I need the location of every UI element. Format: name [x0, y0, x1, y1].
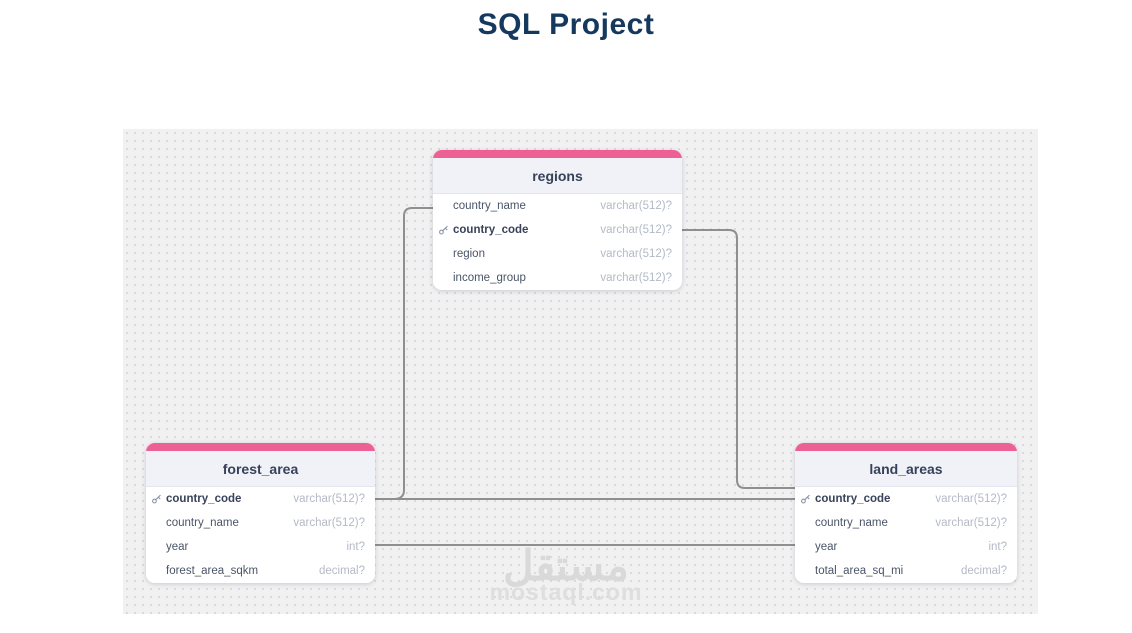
field-row[interactable]: year int? [795, 535, 1017, 559]
diagram-canvas[interactable]: مستقل mostaql.com regions country_name v… [123, 129, 1038, 614]
field-name: region [453, 248, 485, 260]
field-type: int? [988, 541, 1007, 553]
field-name: country_name [815, 517, 888, 529]
field-row[interactable]: country_code varchar(512)? [146, 487, 375, 511]
field-type: varchar(512)? [600, 224, 672, 236]
key-icon [800, 494, 811, 505]
field-type: int? [346, 541, 365, 553]
field-name: income_group [453, 272, 526, 284]
field-row[interactable]: country_name varchar(512)? [146, 511, 375, 535]
table-accent-bar [433, 150, 682, 158]
field-type: varchar(512)? [935, 493, 1007, 505]
field-row[interactable]: income_group varchar(512)? [433, 266, 682, 290]
page-title: SQL Project [477, 8, 655, 41]
field-type: varchar(512)? [600, 200, 672, 212]
field-row[interactable]: total_area_sq_mi decimal? [795, 559, 1017, 583]
table-title: forest_area [146, 451, 375, 487]
watermark: مستقل mostaql.com [490, 545, 643, 606]
field-type: varchar(512)? [293, 493, 365, 505]
field-name: forest_area_sqkm [166, 565, 259, 577]
field-row[interactable]: forest_area_sqkm decimal? [146, 559, 375, 583]
field-name: year [815, 541, 838, 553]
field-row[interactable]: year int? [146, 535, 375, 559]
field-name: country_code [166, 493, 242, 505]
table-title: land_areas [795, 451, 1017, 487]
field-type: varchar(512)? [600, 272, 672, 284]
table-accent-bar [795, 443, 1017, 451]
field-row[interactable]: country_code varchar(512)? [433, 218, 682, 242]
field-name: total_area_sq_mi [815, 565, 904, 577]
field-name: country_name [453, 200, 526, 212]
field-type: decimal? [318, 565, 365, 577]
table-title: regions [433, 158, 682, 194]
field-type: varchar(512)? [935, 517, 1007, 529]
field-name: country_code [815, 493, 891, 505]
relationship-lines [375, 207, 795, 546]
watermark-arabic-text: مستقل [503, 542, 629, 589]
table-forest-area[interactable]: forest_area country_code varchar(512)? c… [146, 443, 375, 583]
key-icon [438, 225, 449, 236]
field-type: varchar(512)? [600, 248, 672, 260]
field-row[interactable]: country_code varchar(512)? [795, 487, 1017, 511]
field-type: decimal? [960, 565, 1007, 577]
table-regions[interactable]: regions country_name varchar(512)? count… [433, 150, 682, 290]
field-name: year [166, 541, 189, 553]
relationship-line-regions-land [682, 229, 795, 489]
field-row[interactable]: region varchar(512)? [433, 242, 682, 266]
field-row[interactable]: country_name varchar(512)? [795, 511, 1017, 535]
watermark-domain-text: mostaql.com [489, 579, 643, 605]
field-name: country_name [166, 517, 239, 529]
key-icon [151, 494, 162, 505]
field-row[interactable]: country_name varchar(512)? [433, 194, 682, 218]
relationship-line-regions-forest [375, 207, 433, 500]
table-accent-bar [146, 443, 375, 451]
field-type: varchar(512)? [293, 517, 365, 529]
table-land-areas[interactable]: land_areas country_code varchar(512)? co… [795, 443, 1017, 583]
field-name: country_code [453, 224, 529, 236]
